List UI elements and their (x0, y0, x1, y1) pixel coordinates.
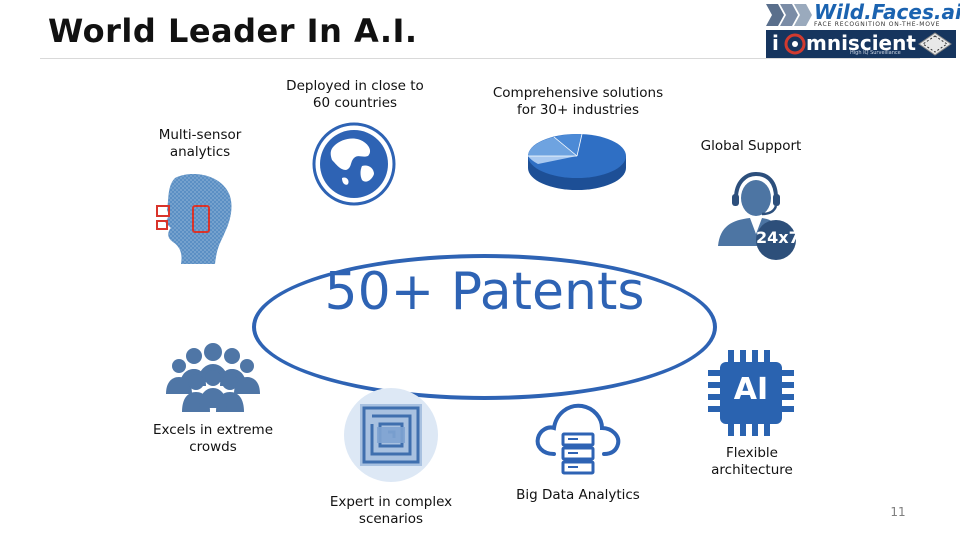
maze-icon (344, 388, 438, 482)
iomniscient-tagline: High IQ Surveillance (850, 50, 901, 56)
page-number: 11 (890, 505, 906, 519)
deployed-line1: Deployed in close to (286, 78, 424, 94)
omniscient-eye-icon (784, 33, 806, 55)
cloud-database-icon (535, 403, 621, 475)
multisensor-line1: Multi-sensor (158, 127, 242, 143)
crowds-line1: Excels in extreme (152, 422, 274, 438)
crowds-line2: crowds (189, 439, 237, 455)
flexible-line1: Flexible (726, 445, 778, 461)
iomniscient-prefix: i (772, 31, 779, 55)
wildfaces-logo: Wild.Faces.ai FACE RECOGNITION ON-THE-MO… (762, 0, 960, 28)
wildfaces-tagline: FACE RECOGNITION ON-THE-MOVE (814, 21, 941, 28)
wildfaces-name: Wild.Faces.ai (814, 0, 960, 24)
multisensor-caption: Multi-sensor analytics (140, 127, 260, 161)
patents-label: 50+ Patents (324, 262, 645, 322)
solutions-line2: for 30+ industries (516, 102, 640, 118)
support-24x7-badge: 24x7 (756, 228, 800, 247)
patents-ellipse (252, 254, 717, 400)
ai-chip-icon (708, 350, 794, 436)
ai-chip-label: AI (733, 372, 769, 407)
face-scan-icon (156, 174, 232, 264)
complex-caption: Expert in complex scenarios (316, 494, 466, 528)
solutions-caption: Comprehensive solutions for 30+ industri… (478, 85, 678, 119)
crowds-caption: Excels in extreme crowds (140, 422, 286, 456)
solutions-line1: Comprehensive solutions (492, 85, 664, 101)
deployed-line2: 60 countries (312, 95, 398, 111)
bigdata-caption: Big Data Analytics (516, 487, 640, 503)
crowd-icon (166, 343, 260, 412)
iomniscient-suffix: mniscient (806, 31, 916, 55)
deployed-caption: Deployed in close to 60 countries (270, 78, 440, 112)
support-caption: Global Support (700, 138, 802, 154)
complex-line2: scenarios (358, 511, 424, 527)
iomniscient-logo: i mniscient High IQ Surveillance (766, 30, 956, 58)
complex-line1: Expert in complex (329, 494, 453, 510)
page-title: World Leader In A.I. (48, 12, 418, 50)
checkered-badge-icon (918, 32, 952, 56)
multisensor-line2: analytics (169, 144, 231, 160)
title-divider (40, 58, 920, 59)
support-headset-icon (718, 171, 796, 260)
flexible-line2: architecture (711, 462, 793, 478)
pie-chart-icon (528, 133, 626, 190)
flexible-caption: Flexible architecture (690, 445, 814, 479)
wildfaces-chevrons-icon (766, 4, 812, 26)
globe-icon (312, 122, 396, 206)
